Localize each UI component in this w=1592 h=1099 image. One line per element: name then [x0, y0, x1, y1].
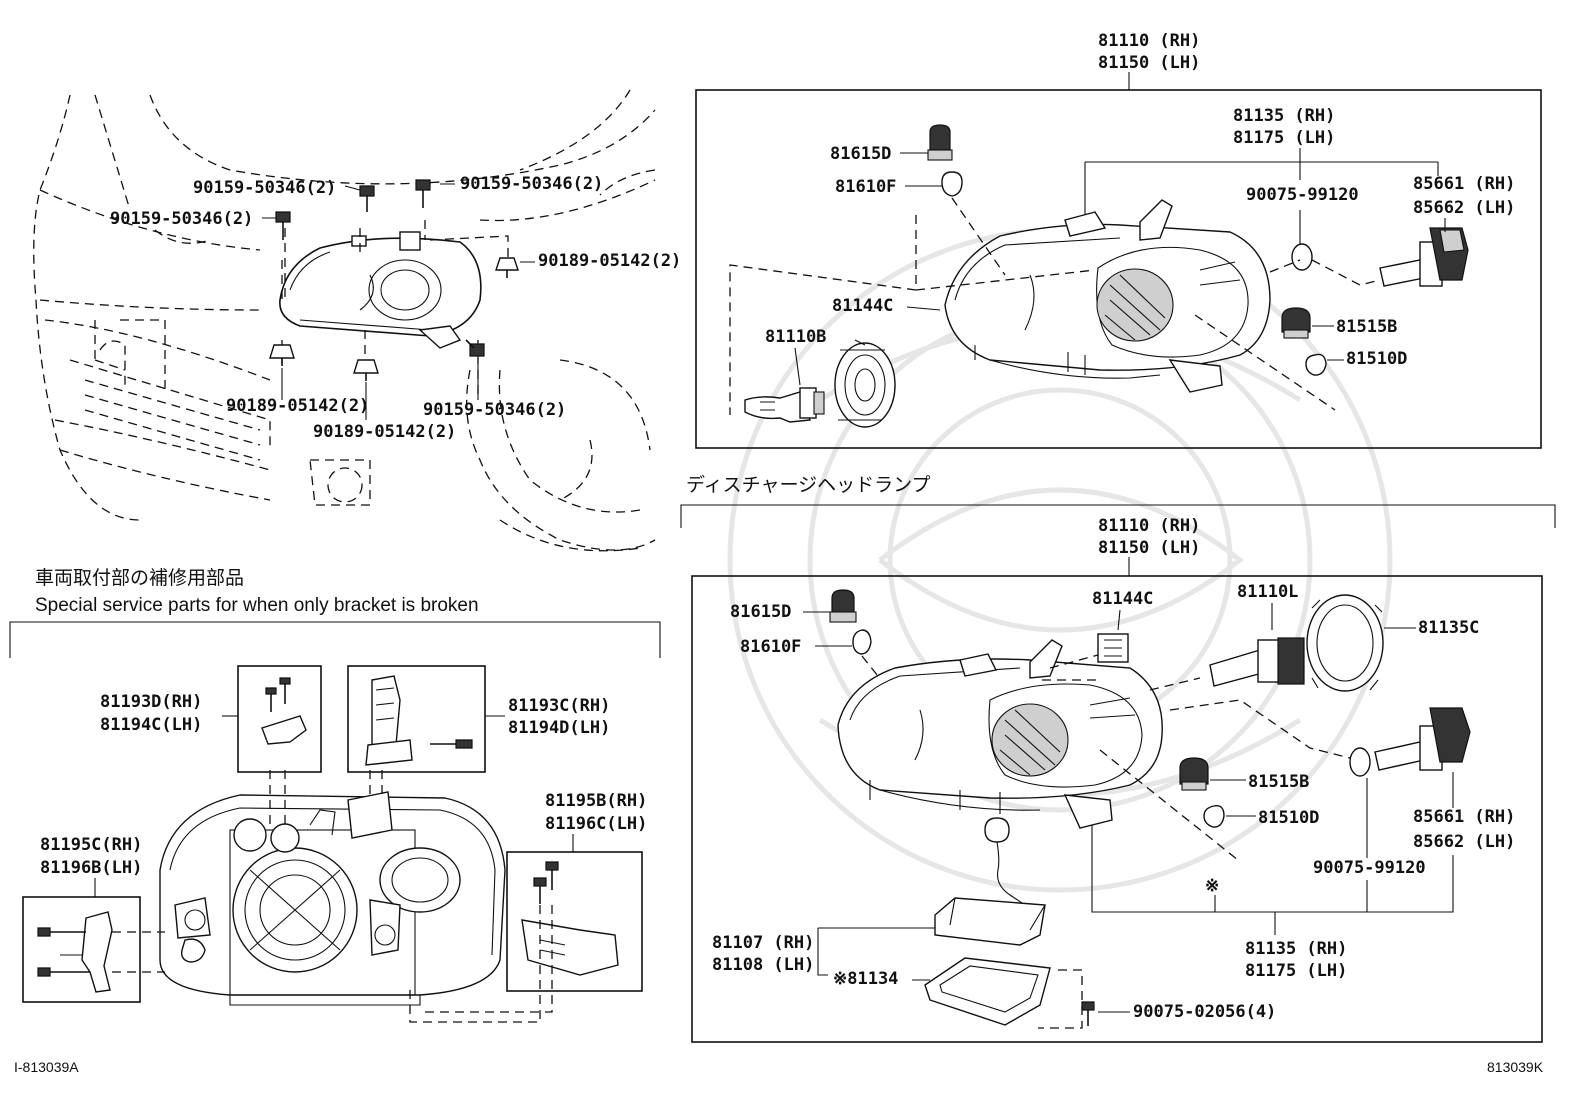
bolt-label-4: 90159-50346(2): [423, 400, 566, 420]
bracket-c3-rh: 81195C(RH): [40, 835, 142, 855]
bracket-box-b: [506, 851, 643, 992]
dis-socket-a-label: 81615D: [730, 602, 791, 622]
headlamp-label-rh: 81110 (RH): [1098, 31, 1200, 51]
bracket-d-rh: 81193D(RH): [100, 692, 202, 712]
hid-bulb-icon: [1379, 227, 1469, 287]
bolt-label-1: 90159-50346(2): [193, 178, 336, 198]
dis-bulb-l-label: 81110L: [1237, 582, 1298, 602]
bracket-c2-icon: [37, 911, 113, 993]
clip-icon: [269, 344, 295, 366]
cover-icon: [1097, 633, 1129, 663]
bolt-icon: [359, 185, 375, 212]
bulb-b-label: 81510D: [1346, 349, 1407, 369]
dis-hid-lh: 85662 (LH): [1413, 832, 1515, 852]
headlamp-rear-view: [159, 791, 506, 1006]
bolt-label-2: 90159-50346(2): [460, 174, 603, 194]
bracket-b2-lh: 81196B(LH): [40, 858, 142, 878]
vehicle-front-illustration: [33, 89, 656, 552]
clip-label-2: 90189-05142(2): [226, 396, 369, 416]
discharge-headlamp-unit: [837, 639, 1163, 829]
bracket-b-rh: 81195B(RH): [545, 791, 647, 811]
clip-icon: [353, 359, 379, 381]
bracket-d-lh: 81194D(LH): [508, 718, 610, 738]
cap-ring-icon: [1306, 594, 1384, 692]
hid-label-lh: 85662 (LH): [1413, 198, 1515, 218]
bracket-d-icon: [261, 677, 307, 745]
ballast-cover-label: ※81134: [833, 969, 898, 989]
bracket-repair-panel: 車両取付部の補修用部品 Special service parts for wh…: [9, 567, 661, 1023]
bolt-icon: [275, 211, 291, 240]
bracket-box-d: [237, 665, 322, 773]
repair-title-jp: 車両取付部の補修用部品: [35, 567, 244, 589]
socket-b-icon: [1179, 757, 1209, 791]
discharge-panel: ディスチャージヘッドランプ 81110 (RH) 81150 (LH) 8161…: [680, 474, 1556, 1043]
screw-icon: [1081, 1001, 1095, 1026]
socket-b-icon: [1281, 307, 1311, 339]
dis-socket-b-label: 81515B: [1248, 772, 1309, 792]
bolt-label-3: 90159-50346(2): [110, 209, 253, 229]
bulb-a-label: 81610F: [835, 177, 896, 197]
cap-label: 81135C: [1418, 618, 1479, 638]
screw-label: 90075-02056(4): [1133, 1002, 1276, 1022]
headlamp-installed: [279, 220, 509, 400]
discharge-lamp-rh: 81110 (RH): [1098, 516, 1200, 536]
dis-hid-bulb-icon: [1374, 707, 1471, 771]
cover-cap-icon: [834, 342, 896, 428]
bolt-icon: [465, 339, 485, 357]
discharge-title: ディスチャージヘッドランプ: [686, 474, 931, 496]
socket-b-label: 81515B: [1336, 317, 1397, 337]
bolt-icon: [415, 179, 431, 208]
oring-label: 90075-99120: [1246, 185, 1359, 205]
dis-oring-label: 90075-99120: [1313, 858, 1426, 878]
dis-bulb-a-label: 81610F: [740, 637, 801, 657]
footer-right-code: 813039K: [1487, 1059, 1544, 1075]
halogen-box: [695, 89, 1542, 449]
clip-icon: [495, 257, 519, 278]
ballast-rh: 81107 (RH): [712, 933, 814, 953]
halogen-panel: 81110 (RH) 81150 (LH) 81135 (RH) 81175 (…: [695, 31, 1542, 449]
bracket-c-rh: 81193C(RH): [508, 696, 610, 716]
cover-label: 81144C: [832, 296, 893, 316]
fasteners-body: [262, 179, 535, 420]
headlamp-label-lh: 81150 (LH): [1098, 53, 1200, 73]
bracket-c-lh: 81194C(LH): [100, 715, 202, 735]
bulb-icon: [941, 171, 963, 197]
main-bulb-label: 81110B: [765, 327, 826, 347]
socket-a-label: 81615D: [830, 144, 891, 164]
bracket-c2-lh: 81196C(LH): [545, 814, 647, 834]
socket-icon: [829, 589, 857, 623]
bulb-icon: [852, 629, 872, 655]
bracket-c-icon: [365, 675, 473, 766]
ballast-icon: [924, 817, 1051, 1026]
dis-hid-rh: 85661 (RH): [1413, 807, 1515, 827]
dis-unit-rh: 81135 (RH): [1245, 939, 1347, 959]
bulb-b-icon: [1203, 805, 1225, 828]
clip-label-3: 90189-05142(2): [313, 422, 456, 442]
dis-bulb-b-label: 81510D: [1258, 808, 1319, 828]
dis-mark: ※: [1205, 876, 1219, 896]
unit-label-lh: 81175 (LH): [1233, 128, 1335, 148]
socket-icon: [927, 124, 953, 161]
discharge-lamp-lh: 81150 (LH): [1098, 538, 1200, 558]
oring-icon: [1291, 243, 1313, 271]
bracket-box-c2: [22, 896, 141, 1003]
bracket-box-c: [347, 665, 486, 773]
repair-title-en: Special service parts for when only brac…: [35, 595, 479, 616]
ballast-lh: 81108 (LH): [712, 955, 814, 975]
dis-unit-lh: 81175 (LH): [1245, 961, 1347, 981]
halogen-bulb-icon: [744, 387, 825, 423]
hid-label-rh: 85661 (RH): [1413, 174, 1515, 194]
clip-label-1: 90189-05142(2): [538, 251, 681, 271]
bulb-b-icon: [1305, 353, 1327, 376]
bracket-b-icon: [521, 861, 619, 976]
headlamp-unit: [944, 199, 1271, 393]
oring-icon: [1349, 747, 1371, 777]
unit-label-rh: 81135 (RH): [1233, 106, 1335, 126]
dis-cover-label: 81144C: [1092, 589, 1153, 609]
footer-left-code: I-813039A: [14, 1059, 79, 1075]
discharge-box: [691, 575, 1543, 1043]
d-bulb-icon: [1209, 637, 1305, 687]
